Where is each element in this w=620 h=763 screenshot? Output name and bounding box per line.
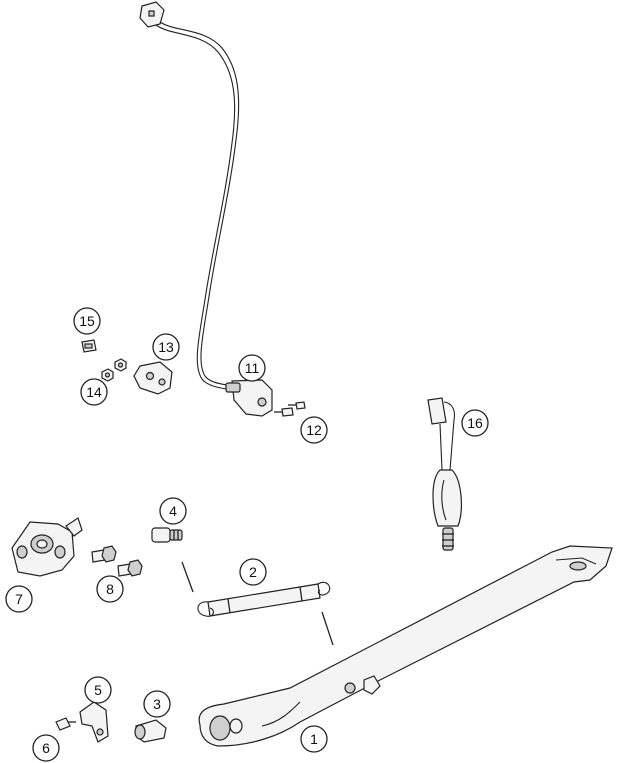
leader-line [181,561,194,593]
callout-label: 6 [42,740,50,756]
bushing-3 [134,719,167,743]
callout-7: 7 [5,585,33,613]
bolts-8 [91,545,143,577]
callout-3: 3 [143,690,171,718]
callout-label: 16 [467,415,483,431]
callout-label: 7 [15,591,23,607]
callout-1: 1 [300,725,328,753]
screw-15 [81,339,97,353]
nuts-14 [101,358,127,382]
callout-8: 8 [96,575,124,603]
switch-bracket-13 [133,361,173,395]
callout-12: 12 [300,416,328,444]
callout-label: 15 [79,313,95,329]
screw-6 [55,717,76,731]
callout-label: 3 [153,696,161,712]
callout-13: 13 [152,333,180,361]
callout-15: 15 [73,307,101,335]
screws-12 [274,401,306,417]
callout-label: 4 [169,503,177,519]
leader-line [321,611,334,646]
callout-6: 6 [32,734,60,762]
callout-label: 12 [306,422,322,438]
callout-5: 5 [84,676,112,704]
callout-label: 13 [158,339,174,355]
callout-2: 2 [239,558,267,586]
bracket-5 [79,701,109,743]
mounting-plate-7 [11,517,83,577]
spring-2 [197,581,331,617]
callout-label: 2 [249,564,257,580]
pin-4 [151,527,183,543]
callout-11: 11 [238,354,266,382]
callout-label: 5 [94,682,102,698]
callout-label: 11 [245,360,260,376]
side-stand-switch-harness [139,1,273,417]
callout-16: 16 [461,409,489,437]
callout-14: 14 [80,378,108,406]
callout-label: 14 [86,384,102,400]
strap-16 [427,397,462,551]
side-stand-1 [198,545,613,747]
callout-4: 4 [159,497,187,525]
callout-label: 8 [106,581,114,597]
callout-label: 1 [310,731,318,747]
